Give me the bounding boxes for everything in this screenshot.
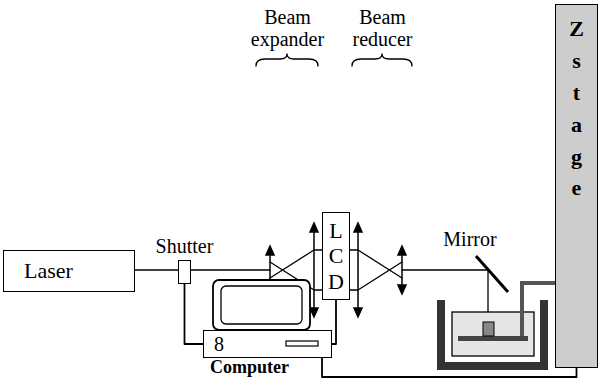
reducer-bracket <box>352 54 412 66</box>
laser-beam <box>358 262 402 290</box>
device-label: Laser <box>24 259 73 283</box>
monitor-screen <box>221 286 302 324</box>
lens <box>313 229 315 311</box>
laser-beam <box>350 249 358 250</box>
stage-arm <box>522 283 556 337</box>
lens <box>310 223 318 232</box>
computer-base: 8Computer <box>203 330 332 358</box>
z-stage: Z s t a g e <box>555 4 598 368</box>
part-label: Mirror <box>440 228 500 250</box>
lens <box>401 252 403 288</box>
lens <box>398 285 406 294</box>
computer-monitor <box>213 280 310 330</box>
shutter-box: Shutter <box>178 260 191 284</box>
vat-wall <box>540 300 548 370</box>
drive-number: 8 <box>214 333 224 355</box>
laser-beam <box>402 269 488 270</box>
laser-box: Laser <box>3 250 135 292</box>
group-label: Beam reducer <box>335 6 430 50</box>
laser-beam <box>191 269 270 270</box>
laser-beam <box>314 289 322 290</box>
lens <box>354 308 362 317</box>
lens <box>266 246 274 255</box>
device-label: Shutter <box>156 235 214 257</box>
laser-beam <box>135 269 178 270</box>
vat-wall <box>437 300 445 370</box>
laser-beam <box>270 250 314 278</box>
signal-wire <box>332 300 336 344</box>
signal-wire <box>322 358 577 377</box>
lcd-panel: L C D <box>322 212 350 300</box>
lens <box>357 229 359 311</box>
device-label: Computer <box>210 358 289 378</box>
device-label: Z s t a g e <box>568 13 586 204</box>
lens <box>354 223 362 232</box>
laser-beam <box>350 289 358 290</box>
lens <box>398 246 406 255</box>
group-label: Beam expander <box>240 6 335 50</box>
lens <box>310 308 318 317</box>
vat-wall <box>437 362 548 370</box>
signal-wire <box>185 284 204 344</box>
printed-part <box>483 322 494 336</box>
build-platform <box>458 336 528 341</box>
mirror <box>476 256 508 292</box>
disk-slot <box>286 341 318 346</box>
laser-beam <box>314 249 322 250</box>
device-label: L C D <box>327 218 345 294</box>
laser-beam <box>358 250 402 278</box>
expander-bracket <box>256 54 318 66</box>
